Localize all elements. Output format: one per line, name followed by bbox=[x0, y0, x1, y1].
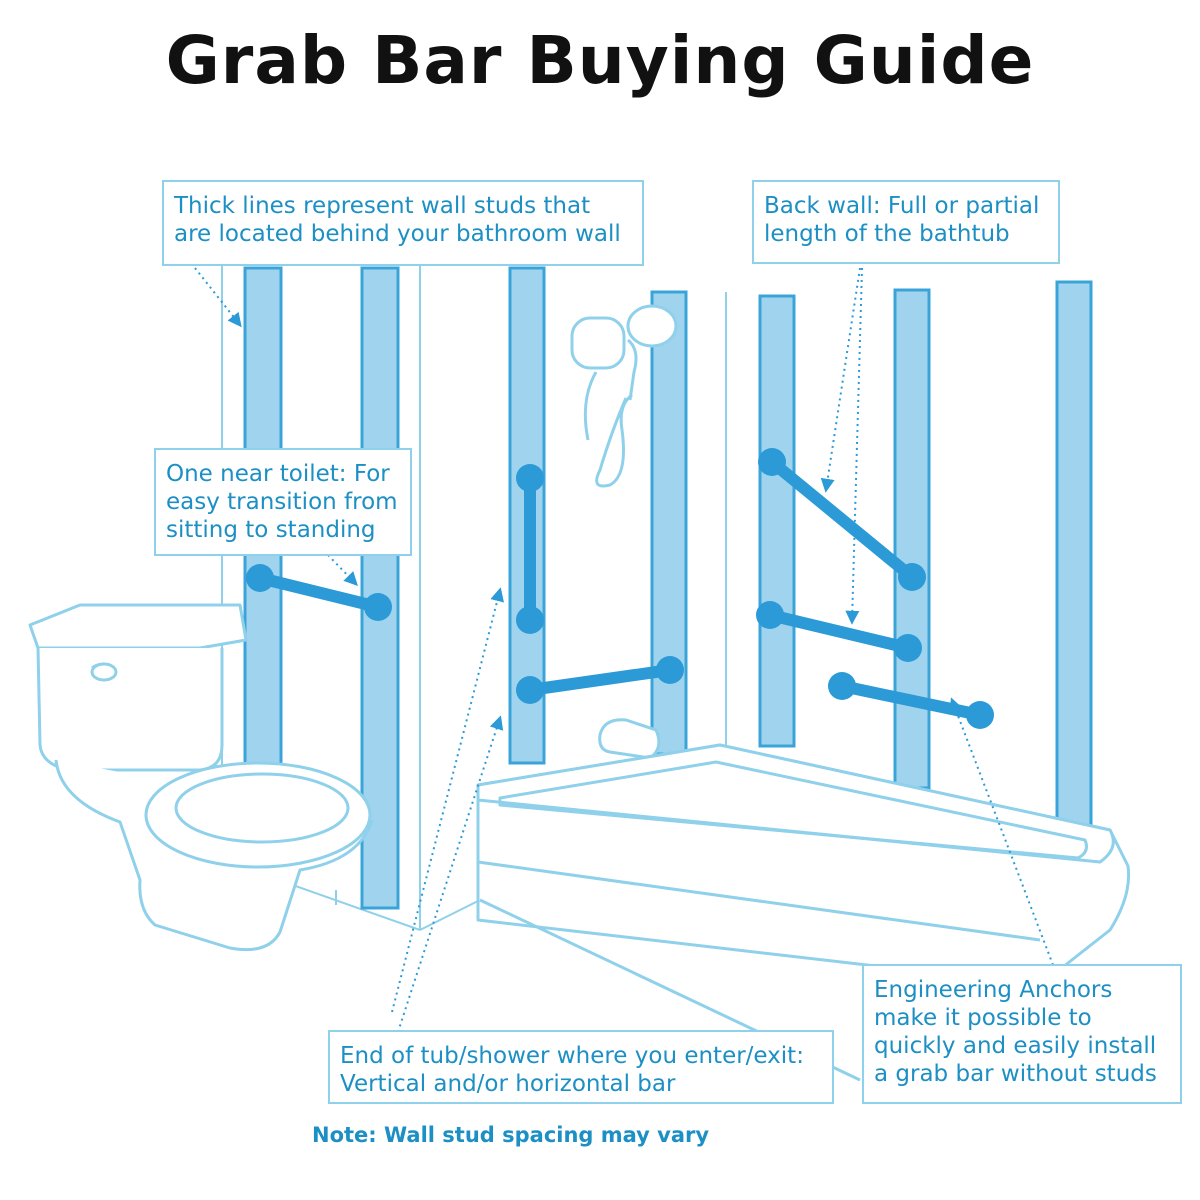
callout-line: length of the bathtub bbox=[764, 221, 1010, 247]
tub-faucet-icon bbox=[598, 718, 661, 760]
callout-anchors: Engineering Anchors make it possible to … bbox=[862, 964, 1182, 1104]
callout-back-wall: Back wall: Full or partial length of the… bbox=[752, 180, 1060, 264]
grab-bars bbox=[246, 448, 994, 729]
stud-2 bbox=[360, 266, 400, 910]
toilet-tank bbox=[36, 647, 224, 772]
callout-toilet: One near toilet: For easy transition fro… bbox=[154, 448, 412, 556]
arrow-back-horizontal bbox=[845, 267, 863, 625]
callout-line: Vertical and/or horizontal bar bbox=[340, 1071, 676, 1097]
arrow-entry-vertical bbox=[391, 587, 505, 1013]
callout-line: easy transition from bbox=[166, 489, 398, 515]
callout-line: sitting to standing bbox=[166, 517, 376, 543]
stud-spacing-note: Note: Wall stud spacing may vary bbox=[312, 1123, 710, 1147]
mid-floor-line bbox=[419, 899, 481, 931]
callout-tub-end: End of tub/shower where you enter/exit: … bbox=[328, 1030, 834, 1104]
toilet-icon bbox=[28, 603, 374, 952]
grab-bar-horizontal-entry bbox=[524, 664, 676, 696]
grab-bar-horizontal-back bbox=[764, 609, 914, 654]
stud-7 bbox=[1055, 280, 1093, 834]
tub-front-line bbox=[477, 860, 1041, 942]
arrow-back-diagonal bbox=[820, 267, 861, 493]
callout-wall-studs: Thick lines represent wall studs that ar… bbox=[162, 180, 644, 266]
stud-5 bbox=[758, 294, 796, 748]
callout-line: make it possible to bbox=[874, 1005, 1092, 1031]
callout-line: Thick lines represent wall studs that bbox=[174, 193, 591, 219]
grab-bar-diagonal-back bbox=[766, 456, 918, 583]
callout-line: quickly and easily install bbox=[874, 1033, 1157, 1059]
shower-head-icon bbox=[570, 304, 678, 488]
stud-6 bbox=[893, 288, 931, 790]
arrow-studs bbox=[194, 267, 242, 328]
stud-4 bbox=[650, 290, 688, 756]
callout-line: Engineering Anchors bbox=[874, 977, 1113, 1003]
arrow-toilet bbox=[327, 554, 358, 587]
page-title: Grab Bar Buying Guide bbox=[165, 22, 1035, 99]
callout-line: are located behind your bathroom wall bbox=[174, 221, 621, 247]
bathtub-icon bbox=[476, 743, 1131, 1082]
callout-line: Back wall: Full or partial bbox=[764, 193, 1040, 219]
grab-bar-toilet bbox=[254, 572, 384, 613]
arrow-entry-horizontal bbox=[397, 715, 504, 1033]
callout-line: End of tub/shower where you enter/exit: bbox=[340, 1043, 804, 1069]
toilet-bowl-inner bbox=[174, 772, 350, 844]
leader-arrows bbox=[194, 267, 1054, 1033]
callout-line: One near toilet: For bbox=[166, 461, 390, 487]
callout-line: a grab bar without studs bbox=[874, 1061, 1157, 1087]
toilet-tank-lid bbox=[28, 603, 248, 650]
tub-inner bbox=[498, 760, 1088, 860]
